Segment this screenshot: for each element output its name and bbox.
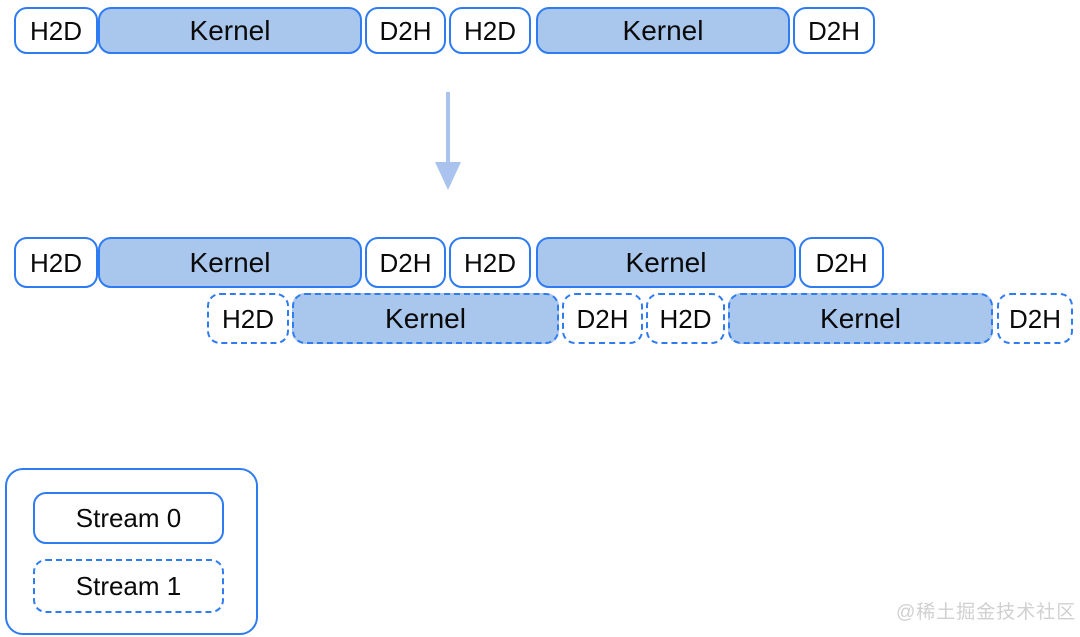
legend-stream0: Stream 0 (33, 492, 224, 544)
down-arrow-icon (433, 90, 463, 192)
block-h2d: H2D (449, 7, 531, 54)
block-d2h: D2H (799, 237, 884, 288)
legend-stream1: Stream 1 (33, 559, 224, 613)
block-kernel: Kernel (98, 237, 362, 288)
block-d2h: D2H (997, 293, 1073, 344)
block-kernel: Kernel (292, 293, 559, 344)
block-h2d: H2D (14, 237, 98, 288)
watermark: @稀土掘金技术社区 (896, 602, 1077, 623)
block-kernel: Kernel (536, 7, 790, 54)
block-kernel: Kernel (728, 293, 993, 344)
block-h2d: H2D (646, 293, 725, 344)
block-h2d: H2D (14, 7, 98, 54)
block-d2h: D2H (365, 237, 446, 288)
block-kernel: Kernel (536, 237, 796, 288)
block-d2h: D2H (365, 7, 446, 54)
block-h2d: H2D (207, 293, 289, 344)
block-d2h: D2H (793, 7, 875, 54)
block-h2d: H2D (449, 237, 531, 288)
block-d2h: D2H (562, 293, 643, 344)
block-kernel: Kernel (98, 7, 362, 54)
